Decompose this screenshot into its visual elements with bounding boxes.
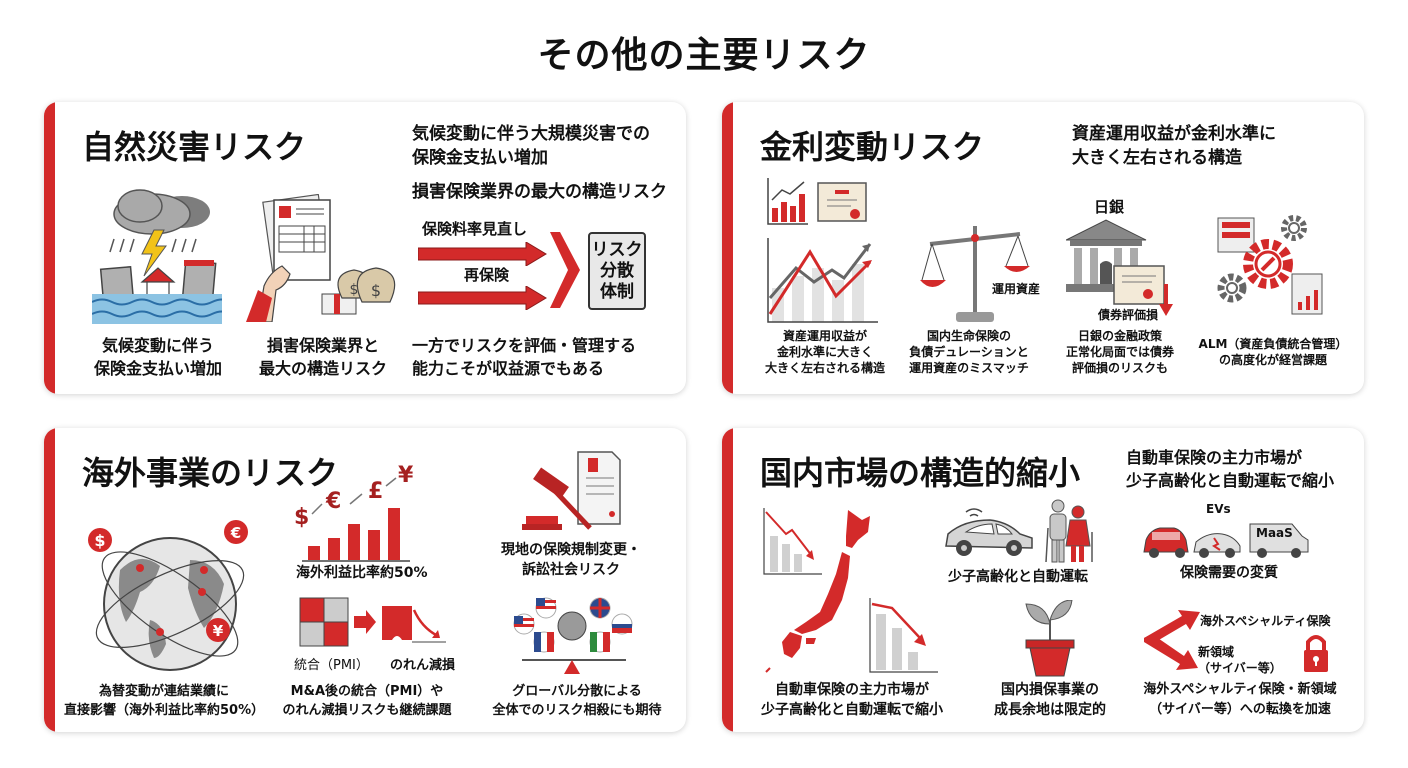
arrow-right-icon bbox=[418, 286, 547, 310]
caption-specialty-shift: 海外スペシャルティ保険・新領域 （サイバー等）への転換を加速 bbox=[1143, 682, 1337, 717]
card-accent-bar bbox=[722, 102, 733, 394]
label-maas: MaaS bbox=[1256, 526, 1293, 540]
plant-pot-icon bbox=[1025, 600, 1075, 677]
puzzle-integration-icon bbox=[299, 597, 446, 647]
card-title: 海外事業のリスク bbox=[82, 454, 339, 492]
flow-label-rate-review: 保険料率見直し bbox=[422, 220, 528, 238]
caption-investment-yield: 資産運用収益が 金利水準に大きく 大きく左右される構造 bbox=[764, 329, 885, 375]
label-insurance-demand: 保険需要の変質 bbox=[1180, 565, 1278, 581]
card-interest-rate: 金利変動リスク 資産運用収益が金利水準に 大きく左右される構造 運用資産 bbox=[722, 102, 1364, 394]
storm-flood-icon bbox=[92, 189, 222, 324]
caption-fx-impact: 為替変動が連結業績に 直接影響（海外利益比率約50%） bbox=[64, 684, 265, 718]
card-summary: 自動車保険の主力市場が 少子高齢化と自動運転で縮小 bbox=[1126, 448, 1335, 490]
card-title: 自然災害リスク bbox=[82, 128, 307, 166]
caption-structural-risk: 損害保険業界と 最大の構造リスク bbox=[258, 336, 387, 378]
card-domestic-market: 国内市場の構造的縮小 自動車保険の主力市場が 少子高齢化と自動運転で縮小 bbox=[722, 428, 1364, 732]
card-accent-bar bbox=[722, 428, 733, 732]
page-title: その他の主要リスク bbox=[537, 35, 871, 76]
svg-text:$: $ bbox=[371, 281, 381, 300]
card-overseas-business: 海外事業のリスク $ € ¥ $ € £ ¥ 海外利益比率約50% bbox=[44, 428, 686, 732]
insurance-document-money-icon: $ $ bbox=[246, 194, 396, 322]
elderly-couple-icon bbox=[1045, 499, 1093, 563]
declining-chart-icon bbox=[869, 598, 938, 673]
autonomous-car-icon bbox=[945, 508, 1033, 556]
svg-text:$: $ bbox=[94, 531, 105, 550]
label-aging-autonomous: 少子高齢化と自動運転 bbox=[948, 569, 1088, 585]
gavel-document-icon bbox=[522, 451, 621, 530]
label-new-domain: 新領域 （サイバー等） bbox=[1198, 645, 1282, 675]
svg-text:€: € bbox=[325, 489, 341, 514]
label-pmi: 統合（PMI） bbox=[294, 658, 369, 673]
global-flags-balance-icon bbox=[513, 597, 633, 674]
vehicles-icon bbox=[1143, 523, 1309, 558]
gears-icon bbox=[1217, 215, 1323, 315]
caption-local-regulation: 現地の保険規制変更・ 訴訟社会リスク bbox=[501, 542, 641, 578]
balance-scale-icon bbox=[920, 226, 1030, 322]
label-overseas-ratio: 海外利益比率約50% bbox=[296, 565, 428, 581]
caption-pmi-goodwill: M&A後の統合（PMI）や のれん減損リスクも継続課題 bbox=[282, 684, 452, 718]
caption-boj-policy: 日銀の金融政策 正常化局面では債券 評価損のリスクも bbox=[1065, 329, 1174, 375]
arrow-right-icon bbox=[418, 242, 547, 266]
svg-text:£: £ bbox=[368, 479, 383, 504]
label-boj: 日銀 bbox=[1094, 198, 1125, 216]
branch-arrows-icon bbox=[1144, 610, 1200, 670]
card-summary: 資産運用収益が金利水準に 大きく左右される構造 bbox=[1072, 124, 1276, 168]
label-specialty: 海外スペシャルティ保険 bbox=[1200, 614, 1331, 628]
caption-alm: ALM（資産負債統合管理） の高度化が経営課題 bbox=[1198, 337, 1348, 367]
caption-auto-market: 自動車保険の主力市場が 少子高齢化と自動運転で縮小 bbox=[761, 682, 943, 718]
flow-label-reinsurance: 再保険 bbox=[464, 266, 510, 284]
lock-icon bbox=[1304, 635, 1328, 672]
card-accent-bar bbox=[44, 428, 55, 732]
caption-duration-mismatch: 国内生命保険の 負債デュレーションと 運用資産のミスマッチ bbox=[909, 329, 1029, 375]
declining-chart-icon bbox=[763, 508, 822, 575]
currency-bar-chart-icon: $ € £ ¥ bbox=[294, 464, 414, 562]
card-title: 金利変動リスク bbox=[760, 128, 985, 166]
label-bond-loss: 債券評価損 bbox=[1098, 308, 1159, 322]
card-summary: 気候変動に伴う大規模災害での 保険金支払い増加 損害保険業界の最大の構造リスク bbox=[412, 124, 667, 202]
label-goodwill: のれん減損 bbox=[390, 658, 456, 673]
svg-text:€: € bbox=[230, 524, 241, 542]
caption-risk-management: 一方でリスクを評価・管理する 能力こそが収益源でもある bbox=[412, 336, 637, 378]
card-natural-disaster: 自然災害リスク 気候変動に伴う大規模災害での 保険金支払い増加 損害保険業界の最… bbox=[44, 102, 686, 394]
caption-climate: 気候変動に伴う 保険金支払い増加 bbox=[93, 336, 222, 378]
certificate-icon bbox=[817, 182, 867, 222]
svg-text:$: $ bbox=[350, 282, 359, 298]
globe-currency-icon: $ € ¥ bbox=[88, 520, 248, 671]
svg-text:¥: ¥ bbox=[213, 622, 224, 640]
central-bank-icon bbox=[1066, 219, 1173, 316]
line-chart-icon bbox=[767, 238, 878, 323]
chevron-right-icon bbox=[550, 232, 580, 308]
card-title: 国内市場の構造的縮小 bbox=[760, 454, 1081, 492]
risk-distribution-box: リスク 分散 体制 bbox=[588, 232, 646, 310]
caption-limited-growth: 国内損保事業の 成長余地は限定的 bbox=[994, 682, 1106, 718]
label-evs: EVs bbox=[1206, 502, 1231, 516]
caption-global-diversification: グローバル分散による 全体でのリスク相殺にも期待 bbox=[492, 684, 662, 718]
svg-text:¥: ¥ bbox=[398, 464, 414, 488]
label-invested-assets: 運用資産 bbox=[992, 282, 1041, 296]
svg-text:$: $ bbox=[294, 505, 309, 530]
bar-chart-icon bbox=[767, 178, 808, 225]
japan-map-icon bbox=[765, 510, 870, 673]
card-accent-bar bbox=[44, 102, 55, 394]
